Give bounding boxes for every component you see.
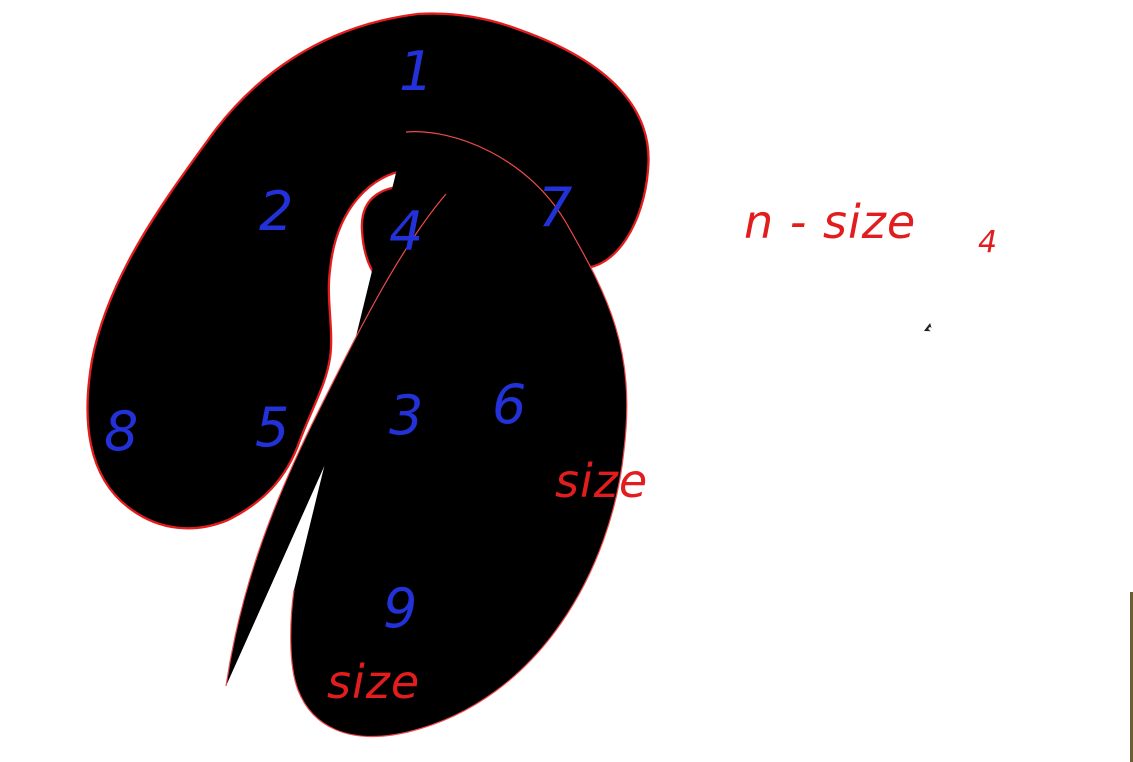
node-3: 3 (389, 384, 424, 447)
node-2: 2 (259, 180, 294, 243)
tree-nodes: 1 2 4 7 8 5 3 6 9 (104, 40, 573, 640)
formula-label: n - size (744, 195, 916, 249)
node-1: 1 (399, 40, 434, 103)
node-6: 6 (492, 373, 527, 436)
annotation-text: n - size 4 size size (327, 195, 998, 709)
node-8: 8 (104, 400, 139, 463)
size-label-bottom: size (327, 655, 420, 709)
large-subtree-loop (290, 131, 628, 738)
left-sweep-line (225, 193, 447, 687)
node-7: 7 (538, 176, 573, 239)
node-5: 5 (255, 396, 290, 459)
formula-subscript: 4 (978, 225, 998, 260)
size-label-right: size (555, 454, 648, 508)
red-annotations (86, 12, 650, 738)
right-edge-strip (1130, 592, 1133, 762)
node-4: 4 (389, 200, 424, 263)
node-9: 9 (383, 577, 418, 640)
outer-region-loop (86, 12, 650, 530)
